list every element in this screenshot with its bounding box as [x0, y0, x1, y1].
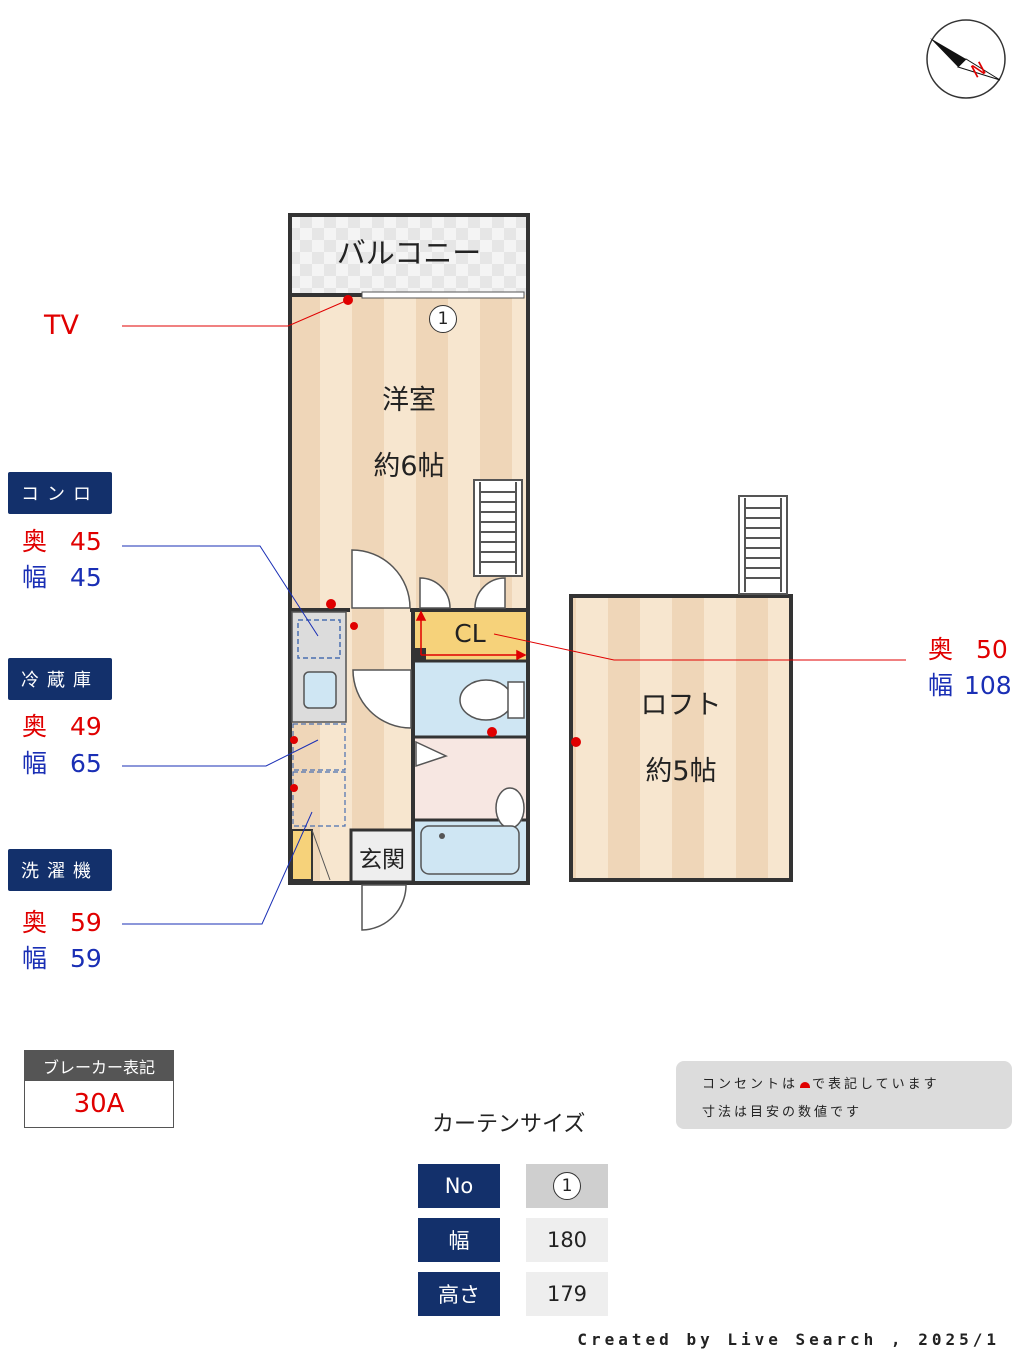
outlet-icon [800, 1082, 811, 1088]
entrance-label: 玄関 [359, 847, 405, 873]
closet-dimension-arrow [415, 610, 527, 661]
balcony-window [361, 291, 525, 299]
balcony-label: バルコニー [336, 236, 482, 270]
legend-note-line2: 寸法は目安の数値です [702, 1105, 863, 1120]
stove-outline [297, 619, 341, 659]
door-washroom [415, 740, 449, 768]
leader-lines [122, 299, 906, 925]
closet-label: CL [454, 619, 486, 648]
stove-heading: コンロ [8, 472, 112, 514]
toilet-fixture [459, 679, 525, 721]
washer-heading: 洗濯機 [8, 849, 112, 891]
loft-floor [571, 596, 791, 878]
fridge-space [292, 723, 346, 771]
balcony-area [290, 215, 528, 295]
credit-text: Created by Live Search , 2025/1 [577, 1330, 1000, 1349]
breaker-value: 30A [73, 1089, 125, 1119]
western-room-size: 約6帖 [373, 451, 445, 482]
curtain-marker-circle: 1 [429, 305, 457, 333]
door-toilet [352, 669, 412, 729]
curtain-header-width: 幅 [418, 1218, 500, 1262]
sink [303, 671, 337, 709]
ladder-loft [738, 495, 788, 595]
bathtub [420, 825, 520, 875]
western-room-label: 洋室 [382, 385, 436, 416]
door-room [351, 549, 506, 609]
entrance-box [349, 828, 415, 884]
compass [926, 19, 1006, 99]
curtain-value-width: 180 [526, 1218, 608, 1262]
fridge-heading: 冷蔵庫 [8, 658, 112, 700]
curtain-header-height: 高さ [418, 1272, 500, 1316]
loft-label: ロフト [640, 690, 722, 721]
curtain-table-title: カーテンサイズ [432, 1112, 586, 1137]
curtain-header-no: No [418, 1164, 500, 1208]
wash-basin [495, 787, 525, 829]
ladder-room [473, 479, 523, 577]
shoe-cabinet [291, 829, 313, 881]
curtain-value-height: 179 [526, 1272, 608, 1316]
loft-size: 約5帖 [645, 756, 717, 787]
legend-note: コンセントはで表記しています 寸法は目安の数値です [676, 1061, 1012, 1129]
tv-label: TV [44, 310, 79, 341]
breaker-box: ブレーカー表記 30A [24, 1050, 174, 1128]
door-entrance [361, 884, 407, 931]
closet-floor [414, 612, 526, 660]
curtain-marker: 1 [429, 305, 457, 333]
legend-note-line1: コンセントはで表記しています [702, 1077, 940, 1092]
loft-wall [569, 594, 793, 882]
breaker-header: ブレーカー表記 [25, 1051, 173, 1081]
washer-space [292, 771, 346, 827]
curtain-value-no: 1 [526, 1164, 608, 1208]
